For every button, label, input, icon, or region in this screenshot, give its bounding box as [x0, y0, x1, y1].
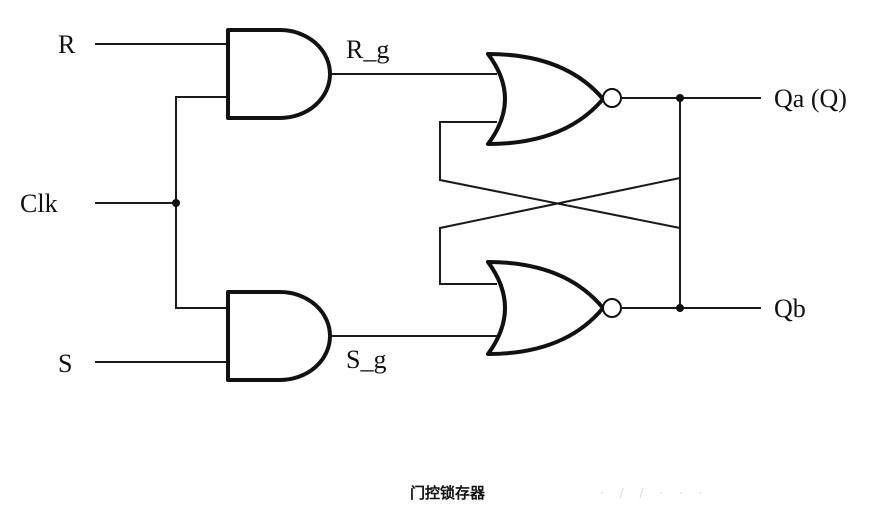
- junction-qb: [676, 304, 684, 312]
- label-r-g: R_g: [346, 35, 389, 64]
- input-wires: [95, 43, 229, 363]
- nor-top-bubble: [602, 88, 622, 108]
- watermark: · / / · · ·: [600, 486, 709, 500]
- junction-clk: [172, 199, 180, 207]
- and-gate-bottom: [226, 290, 332, 382]
- nor-gate-top: [486, 52, 605, 146]
- wire-qb-feedback: [439, 176, 681, 309]
- label-r: R: [58, 30, 76, 59]
- label-qb: Qb: [774, 294, 806, 323]
- figure-caption: 门控锁存器: [409, 484, 485, 502]
- junction-qa: [676, 94, 684, 102]
- label-s: S: [58, 349, 72, 378]
- label-qa: Qa (Q): [774, 84, 847, 113]
- feedback-wires: [439, 97, 761, 309]
- nor-bottom-bubble: [602, 298, 622, 318]
- and-gate-top: [226, 28, 332, 120]
- label-s-g: S_g: [346, 345, 386, 374]
- nor-gate-bottom: [486, 260, 605, 356]
- label-clk: Clk: [20, 189, 58, 218]
